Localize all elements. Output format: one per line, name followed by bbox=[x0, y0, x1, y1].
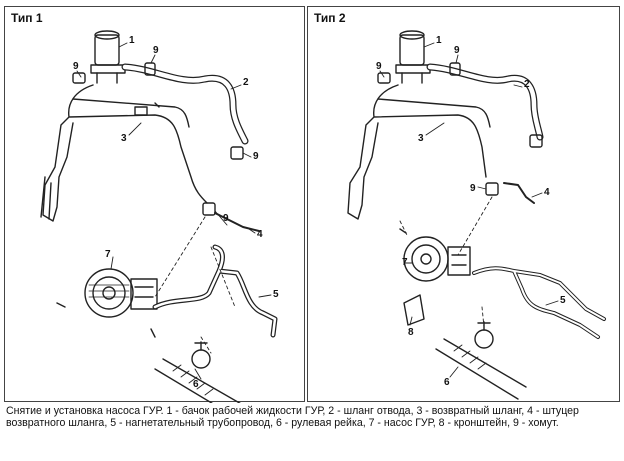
bracket-drawing bbox=[403, 294, 425, 326]
callout-2: 2 bbox=[243, 77, 249, 88]
callout-1: 1 bbox=[436, 35, 442, 46]
callout-3: 3 bbox=[121, 133, 127, 144]
callout-4: 4 bbox=[257, 229, 263, 240]
pump-drawing bbox=[56, 268, 158, 338]
callout-8: 8 bbox=[408, 327, 414, 338]
callout-1: 1 bbox=[129, 35, 135, 46]
callout-5: 5 bbox=[273, 289, 279, 300]
callout-2: 2 bbox=[524, 79, 530, 90]
diagram-type-1: 1 9 9 2 3 9 9 4 7 5 6 bbox=[40, 30, 279, 403]
callouts-type-2: 1 9 9 2 3 9 4 7 5 8 6 bbox=[376, 35, 566, 388]
steering-rack-drawing bbox=[435, 321, 527, 400]
callout-3: 3 bbox=[418, 133, 424, 144]
callout-9: 9 bbox=[73, 61, 79, 72]
callout-9: 9 bbox=[253, 151, 259, 162]
panel-type-1: Тип 1 bbox=[4, 6, 305, 403]
callout-6: 6 bbox=[193, 379, 199, 390]
pump-drawing bbox=[399, 228, 471, 282]
reservoir-drawing bbox=[395, 30, 431, 84]
callout-5: 5 bbox=[560, 295, 566, 306]
callout-9: 9 bbox=[376, 61, 382, 72]
callout-7: 7 bbox=[105, 249, 111, 260]
callout-4: 4 bbox=[544, 187, 550, 198]
figure-caption: Снятие и установка насоса ГУР. 1 - бачок… bbox=[6, 405, 579, 430]
panel-title: Тип 1 bbox=[11, 11, 43, 25]
callout-9: 9 bbox=[223, 213, 229, 224]
reservoir-drawing bbox=[90, 30, 126, 84]
callout-9: 9 bbox=[470, 183, 476, 194]
callout-7: 7 bbox=[402, 257, 408, 268]
diagram-type-2: 1 9 9 2 3 9 4 7 5 8 6 bbox=[347, 30, 606, 400]
panel-title: Тип 2 bbox=[314, 11, 346, 25]
callout-9: 9 bbox=[454, 45, 460, 56]
steering-rack-drawing bbox=[154, 341, 241, 403]
callout-9: 9 bbox=[153, 45, 159, 56]
callouts-type-1: 1 9 9 2 3 9 9 4 7 5 6 bbox=[73, 35, 279, 390]
panel-type-2: Тип 2 bbox=[307, 6, 620, 402]
callout-6: 6 bbox=[444, 377, 450, 388]
